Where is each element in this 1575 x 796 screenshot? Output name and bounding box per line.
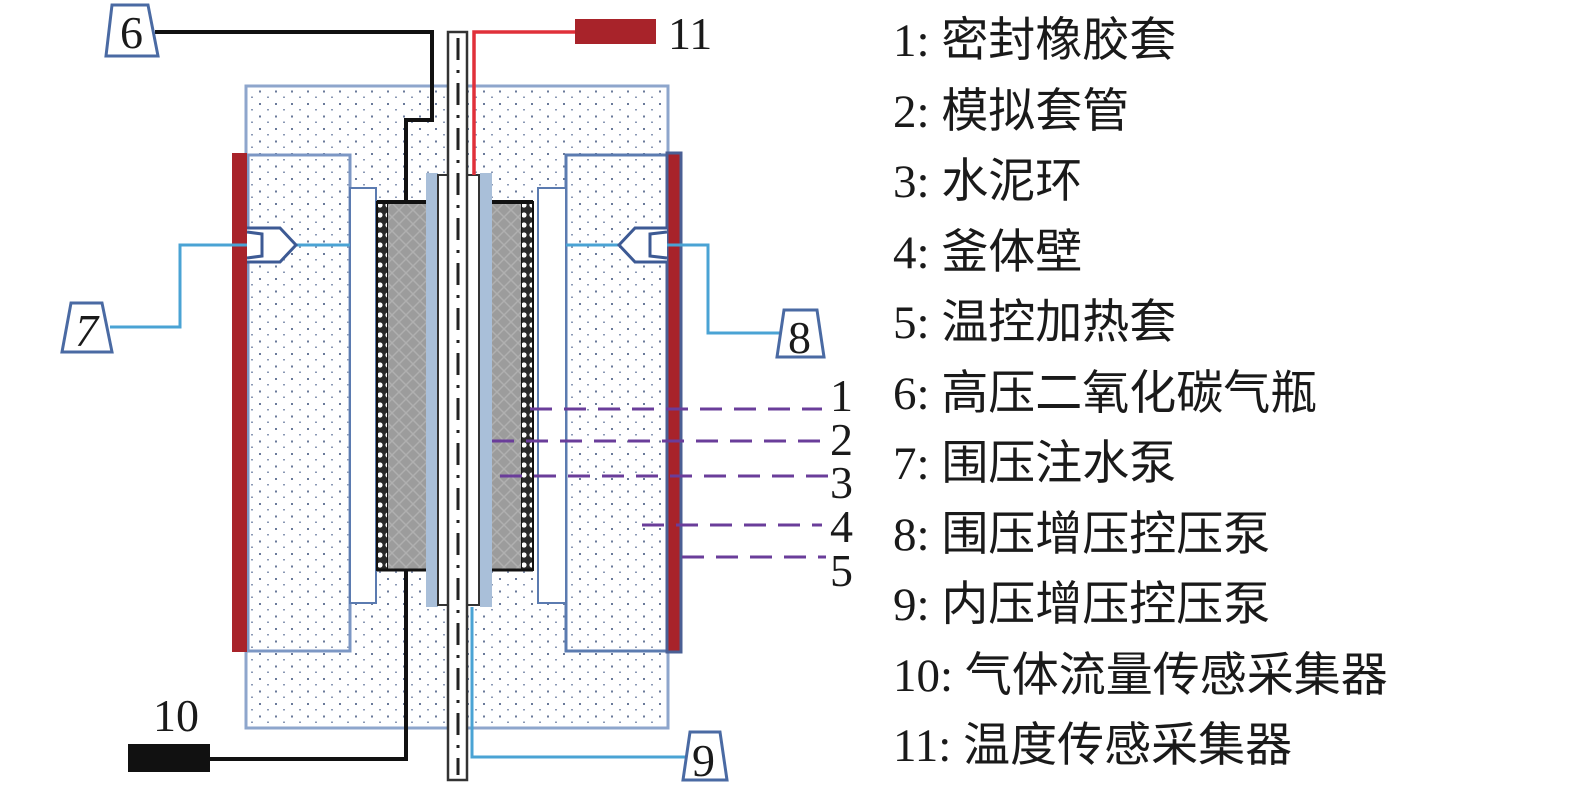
callout-label-3: 3 xyxy=(830,457,853,508)
valve-left-icon xyxy=(246,226,299,264)
heating-jacket-right xyxy=(665,151,683,654)
annulus-gap-left xyxy=(349,187,377,604)
rubber-sleeve-left xyxy=(376,201,389,571)
gas-flow-sensor-box xyxy=(128,744,210,772)
cement-ring-right xyxy=(490,202,521,570)
rubber-sleeve-right xyxy=(520,201,534,571)
legend-item: 5: 温控加热套 xyxy=(893,297,1177,349)
label-10: 10 xyxy=(153,690,199,741)
legend-item: 8: 围压增压控压泵 xyxy=(893,508,1271,561)
legend-item: 10: 气体流量传感采集器 xyxy=(893,649,1388,702)
casing-inner-right xyxy=(466,174,480,606)
svg-text:8: 8 xyxy=(788,312,811,363)
annulus-gap-right xyxy=(537,187,567,604)
legend-item: 1: 密封橡胶套 xyxy=(893,15,1177,67)
legend: 1: 密封橡胶套 2: 模拟套管 3: 水泥环 4: 釜体壁 5: 温控加热套 … xyxy=(893,6,1388,782)
legend-item: 9: 内压增压控压泵 xyxy=(893,579,1271,631)
co2-line xyxy=(155,30,434,202)
casing-inner-left xyxy=(437,174,449,606)
callout-label-1: 1 xyxy=(830,370,853,421)
legend-item: 4: 釜体壁 xyxy=(893,226,1083,279)
label-11: 11 xyxy=(668,8,712,59)
legend-item: 3: 水泥环 xyxy=(893,156,1083,208)
inner-pressure-line xyxy=(470,607,690,759)
legend-item: 6: 高压二氧化碳气瓶 xyxy=(893,367,1318,420)
confining-booster-pump-symbol: 8 xyxy=(775,308,826,363)
temperature-line xyxy=(472,30,575,175)
callout-label-5: 5 xyxy=(830,545,853,596)
co2-cylinder-symbol: 6 xyxy=(104,3,160,58)
valve-right-icon xyxy=(616,226,668,264)
casing-left xyxy=(426,173,438,607)
svg-text:9: 9 xyxy=(692,735,715,786)
reactor-schematic: 11 10 6 7 8 9 1 2 3 4 5 xyxy=(60,3,853,786)
casing-right xyxy=(480,173,492,607)
gas-flow-line xyxy=(210,570,408,761)
callout-label-2: 2 xyxy=(830,414,853,465)
heating-jacket-left xyxy=(232,153,247,652)
legend-item: 2: 模拟套管 xyxy=(893,85,1130,138)
svg-text:6: 6 xyxy=(120,7,143,58)
legend-item: 7: 围压注水泵 xyxy=(893,438,1177,490)
callout-label-4: 4 xyxy=(830,501,853,552)
svg-text:7: 7 xyxy=(75,305,100,356)
inner-booster-pump-symbol: 9 xyxy=(681,730,729,786)
legend-item: 11: 温度传感采集器 xyxy=(893,720,1293,772)
cement-ring-left xyxy=(388,202,426,570)
confining-water-pump-symbol: 7 xyxy=(60,301,114,356)
temperature-sensor-box xyxy=(575,19,656,44)
